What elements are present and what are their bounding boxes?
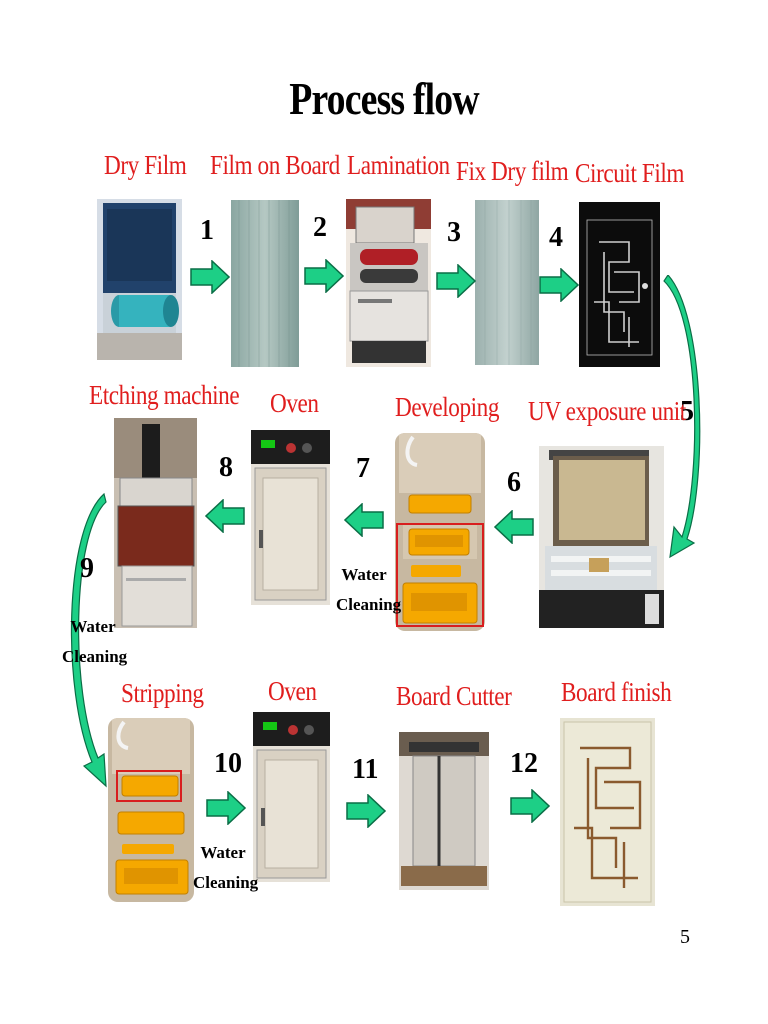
- note-water-cleaning-10: Water Cleaning: [193, 838, 259, 898]
- photo-fix-dry-film: [475, 200, 539, 365]
- photo-oven-1: [251, 430, 330, 605]
- highlight-stripping-tray: [116, 770, 182, 802]
- page-title: Process flow: [289, 73, 479, 124]
- label-lamination: Lamination: [347, 150, 450, 180]
- photo-film-on-board: [231, 200, 299, 367]
- label-stripping: Stripping: [121, 678, 204, 708]
- curved-arrow-left-icon: [70, 492, 107, 788]
- note-water: Water: [341, 565, 387, 584]
- step-number-2: 2: [313, 212, 327, 243]
- step-number-11: 11: [352, 754, 379, 785]
- arrow-left-8-icon: [205, 499, 245, 533]
- step-number-6: 6: [507, 467, 521, 498]
- note-cleaning: Cleaning: [193, 873, 259, 892]
- note-water: Water: [70, 617, 116, 636]
- photo-uv-exposure-unit: [539, 446, 664, 628]
- arrow-right-3-icon: [436, 264, 476, 298]
- note-water: Water: [200, 843, 246, 862]
- note-water-cleaning-9: Water Cleaning: [62, 612, 128, 672]
- photo-oven-2: [253, 712, 330, 882]
- photo-lamination: [346, 199, 431, 367]
- arrow-right-4-icon: [539, 268, 579, 302]
- arrow-right-1-icon: [190, 260, 230, 294]
- label-uv-exposure-unit: UV exposure unit: [528, 396, 686, 426]
- step-number-9: 9: [80, 553, 94, 584]
- photo-circuit-film: [579, 202, 660, 367]
- page-number: 5: [680, 926, 690, 948]
- label-oven-1: Oven: [270, 388, 319, 418]
- label-oven-2: Oven: [268, 676, 317, 706]
- curved-arrow-right-icon: [663, 275, 701, 559]
- arrow-right-2-icon: [304, 259, 344, 293]
- highlight-developing-tray: [396, 523, 484, 627]
- step-number-1: 1: [200, 215, 214, 246]
- note-cleaning: Cleaning: [336, 595, 402, 614]
- label-developing: Developing: [395, 392, 500, 422]
- step-number-7: 7: [356, 453, 370, 484]
- step-number-12: 12: [510, 748, 538, 779]
- arrow-right-12-icon: [510, 789, 550, 823]
- label-fix-dry-film: Fix Dry film: [456, 156, 569, 186]
- step-number-4: 4: [549, 222, 563, 253]
- arrow-left-7-icon: [344, 503, 384, 537]
- step-number-3: 3: [447, 217, 461, 248]
- note-cleaning: Cleaning: [62, 647, 128, 666]
- arrow-left-6-icon: [494, 510, 534, 544]
- label-film-on-board: Film on Board: [210, 150, 340, 180]
- label-board-finish: Board finish: [561, 677, 672, 707]
- photo-board-cutter: [399, 732, 489, 890]
- photo-board-finish: [560, 718, 655, 906]
- photo-dry-film: [97, 199, 182, 360]
- label-etching-machine: Etching machine: [89, 380, 240, 410]
- photo-stripping: [108, 718, 194, 902]
- photo-etching-machine: [114, 418, 197, 628]
- step-number-10: 10: [214, 748, 242, 779]
- label-dry-film: Dry Film: [104, 150, 187, 180]
- note-water-cleaning-7: Water Cleaning: [336, 560, 402, 620]
- arrow-right-10-icon: [206, 791, 246, 825]
- step-number-8: 8: [219, 452, 233, 483]
- step-number-5: 5: [680, 396, 694, 427]
- arrow-right-11-icon: [346, 794, 386, 828]
- label-board-cutter: Board Cutter: [396, 681, 512, 711]
- label-circuit-film: Circuit Film: [575, 158, 685, 188]
- photo-developing: [395, 433, 485, 631]
